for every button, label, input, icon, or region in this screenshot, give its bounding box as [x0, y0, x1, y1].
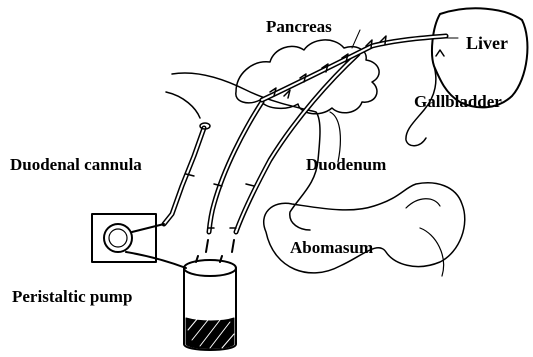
label-pancreas: Pancreas	[266, 18, 332, 35]
label-gallbladder: Gallbladder	[414, 93, 502, 110]
flask-rim	[184, 260, 236, 276]
pointer-pancreas	[352, 30, 360, 48]
pump-line-in	[132, 224, 164, 232]
duodenum-lower-wall	[166, 92, 200, 118]
label-liver: Liver	[466, 34, 508, 52]
abomasum-outline	[264, 183, 465, 273]
pump-rotor-inner	[109, 229, 127, 247]
tube-left-inner	[209, 102, 262, 232]
label-duodenum: Duodenum	[306, 156, 386, 173]
label-duodenal-cannula: Duodenal cannula	[10, 156, 142, 173]
outflow-dash	[196, 240, 234, 262]
label-peristaltic-pump: Peristaltic pump	[12, 288, 132, 305]
pump-rotor	[104, 224, 132, 252]
flow-arrows	[270, 36, 444, 98]
tube-left	[209, 102, 262, 232]
label-abomasum: Abomasum	[290, 239, 373, 256]
abomasum-tail	[420, 228, 444, 276]
abomasum-fold	[406, 199, 440, 208]
pump-box	[92, 214, 156, 262]
